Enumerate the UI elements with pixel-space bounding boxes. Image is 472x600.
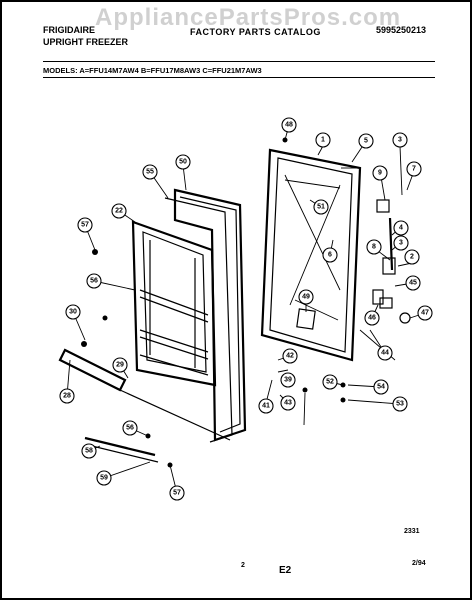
callout-5: 5 <box>358 133 374 149</box>
callout-56-lower: 56 <box>122 420 138 436</box>
svg-text:2: 2 <box>410 254 414 261</box>
svg-text:6: 6 <box>328 252 332 259</box>
catalog-title: FACTORY PARTS CATALOG <box>190 27 321 37</box>
svg-text:4: 4 <box>399 225 403 232</box>
svg-text:52: 52 <box>326 379 334 386</box>
callout-30: 30 <box>65 304 81 320</box>
callout-1: 1 <box>315 132 331 148</box>
callout-46: 46 <box>364 310 380 326</box>
svg-text:48: 48 <box>285 122 293 129</box>
revision-date: 2/94 <box>412 560 426 567</box>
callout-4: 4 <box>393 220 409 236</box>
toe-grille <box>84 436 159 463</box>
callout-57-lower: 57 <box>169 485 185 501</box>
callout-55: 55 <box>142 164 158 180</box>
callout-43: 43 <box>280 395 296 411</box>
svg-text:51: 51 <box>317 204 325 211</box>
callout-6: 6 <box>322 247 338 263</box>
svg-text:49: 49 <box>302 294 310 301</box>
svg-text:42: 42 <box>286 353 294 360</box>
svg-text:30: 30 <box>69 309 77 316</box>
svg-text:53: 53 <box>396 401 404 408</box>
callout-41: 41 <box>258 398 274 414</box>
svg-text:1: 1 <box>321 137 325 144</box>
svg-text:29: 29 <box>116 362 124 369</box>
callout-45: 45 <box>405 275 421 291</box>
brand-name: FRIGIDAIRE <box>43 25 96 35</box>
callout-39: 39 <box>280 372 296 388</box>
catalog-part-number: 5995250213 <box>376 25 427 35</box>
callout-58: 58 <box>81 443 97 459</box>
callout-53: 53 <box>392 396 408 412</box>
svg-text:9: 9 <box>378 170 382 177</box>
callout-2: 2 <box>404 249 420 265</box>
models-line: MODELS: A=FFU14M7AW4 B=FFU17M8AW3 C=FFU2… <box>43 66 262 75</box>
svg-text:39: 39 <box>284 377 292 384</box>
callout-3-lower: 3 <box>393 235 409 251</box>
door-seal-frame <box>164 197 233 443</box>
svg-text:57: 57 <box>173 490 181 497</box>
svg-text:58: 58 <box>85 448 93 455</box>
leader-lines <box>66 124 426 494</box>
svg-text:5: 5 <box>364 138 368 145</box>
callout-56-upper: 56 <box>86 273 102 289</box>
callout-7: 7 <box>406 161 422 177</box>
callout-8-bubble: 8 <box>366 239 382 255</box>
callout-28: 28 <box>59 388 75 404</box>
callout-50: 50 <box>175 154 191 170</box>
section-label: E2 <box>279 565 292 576</box>
callout-42: 42 <box>282 348 298 364</box>
callout-49: 49 <box>298 289 314 305</box>
svg-text:56: 56 <box>90 278 98 285</box>
svg-text:3: 3 <box>399 240 403 247</box>
callout-52: 52 <box>322 374 338 390</box>
callout-44: 44 <box>377 345 393 361</box>
callout-9: 9 <box>372 165 388 181</box>
callout-57-upper: 57 <box>77 217 93 233</box>
svg-text:59: 59 <box>100 475 108 482</box>
svg-text:54: 54 <box>377 384 385 391</box>
svg-text:41: 41 <box>262 403 270 410</box>
callout-47: 47 <box>417 305 433 321</box>
door-shelf-assembly <box>131 220 217 387</box>
svg-text:44: 44 <box>381 350 389 357</box>
svg-text:8: 8 <box>372 244 376 251</box>
svg-text:56: 56 <box>126 425 134 432</box>
header-rule-top <box>43 61 435 62</box>
svg-text:28: 28 <box>63 393 71 400</box>
callout-51: 51 <box>313 199 329 215</box>
callout-3-upper: 3 <box>392 132 408 148</box>
svg-text:47: 47 <box>421 310 429 317</box>
product-type: UPRIGHT FREEZER <box>43 37 129 47</box>
callout-22: 22 <box>111 203 127 219</box>
page-number: 2 <box>241 562 245 569</box>
callout-59: 59 <box>96 470 112 486</box>
svg-text:22: 22 <box>115 208 123 215</box>
svg-text:57: 57 <box>81 222 89 229</box>
callout-48: 48 <box>281 117 297 133</box>
callout-54: 54 <box>373 379 389 395</box>
door-gasket <box>173 188 247 442</box>
svg-text:7: 7 <box>412 166 416 173</box>
door-panel <box>260 148 362 362</box>
diagram-code: 2331 <box>404 528 420 535</box>
svg-text:46: 46 <box>368 315 376 322</box>
bottom-rail <box>58 348 231 441</box>
svg-text:43: 43 <box>284 400 292 407</box>
svg-text:55: 55 <box>146 169 154 176</box>
svg-text:45: 45 <box>409 280 417 287</box>
svg-text:50: 50 <box>179 159 187 166</box>
callout-29: 29 <box>112 357 128 373</box>
svg-text:3: 3 <box>398 137 402 144</box>
header-rule-bottom <box>43 77 435 78</box>
watermark: AppliancePartsPros.com <box>95 4 402 31</box>
